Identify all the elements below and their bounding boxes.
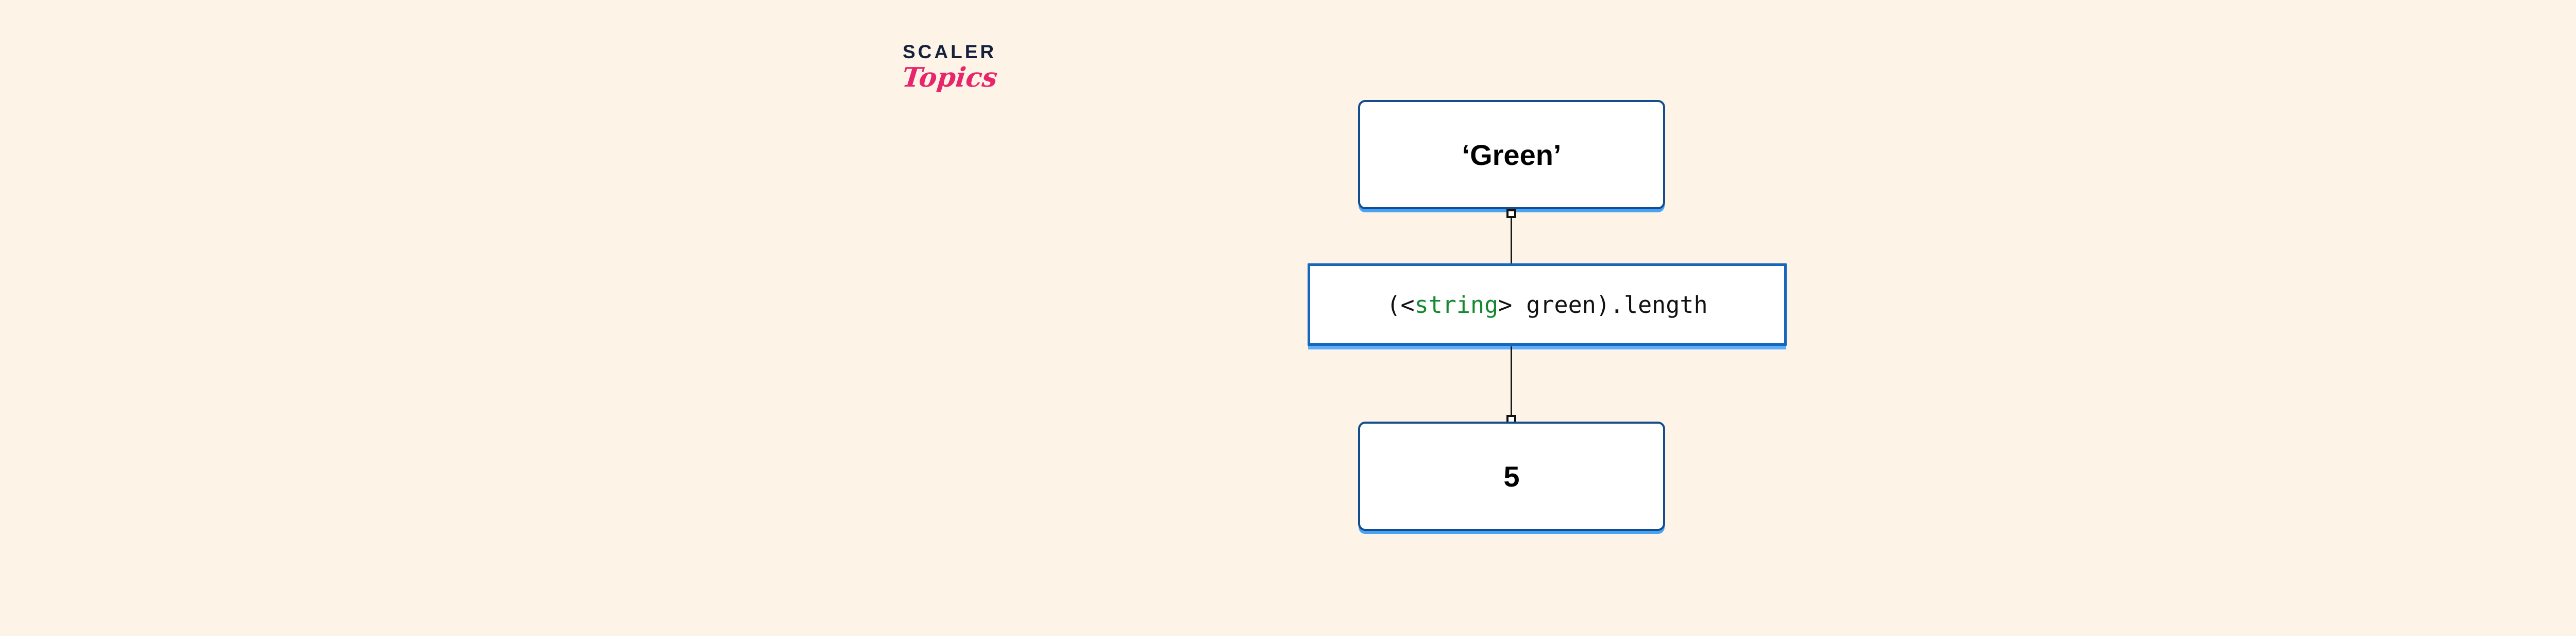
node-input-string-label: ‘Green’ — [1462, 138, 1562, 171]
code-token-property-length: > green).length — [1498, 291, 1708, 319]
connector-line — [1511, 346, 1512, 424]
logo-wordmark-scaler: SCALER — [903, 41, 997, 62]
code-token-open-paren: (< — [1386, 291, 1415, 319]
logo-script-topics: Topics — [901, 62, 999, 93]
node-input-string: ‘Green’ — [1358, 100, 1665, 209]
scaler-topics-logo: SCALER Topics — [901, 41, 1037, 102]
connector-line — [1511, 211, 1512, 265]
code-token-type-string: string — [1414, 291, 1499, 319]
node-output-result: 5 — [1358, 422, 1665, 531]
node-expression: (<string> green).length — [1308, 263, 1787, 346]
connector-socket-icon — [1506, 209, 1516, 218]
node-output-result-label: 5 — [1503, 460, 1520, 493]
node-expression-code: (<string> green).length — [1386, 291, 1707, 319]
